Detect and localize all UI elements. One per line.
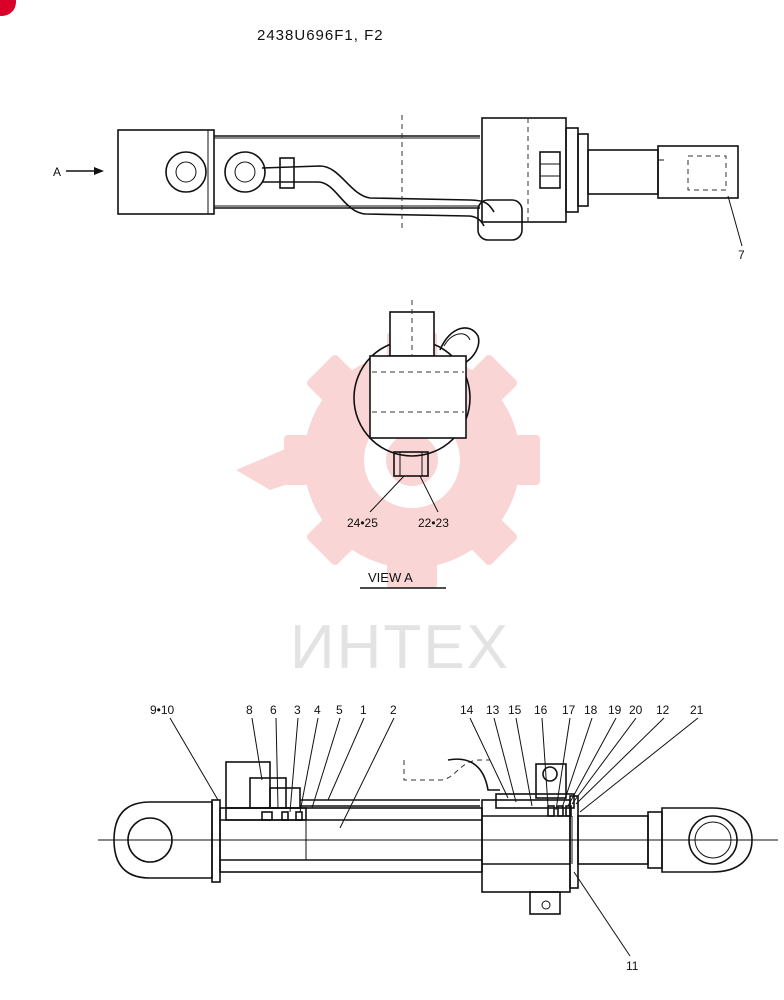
part-label: 11: [626, 959, 639, 973]
part-label: 15: [508, 703, 522, 717]
part-label: 5: [336, 703, 343, 717]
top-side-view: A 7: [53, 115, 745, 262]
part-label: 6: [270, 703, 277, 717]
drawing-title: 2438U696F1, F2: [257, 27, 384, 44]
part-label: 13: [486, 703, 500, 717]
part-label: 7: [738, 248, 745, 262]
part-label: 20: [629, 703, 643, 717]
view-a: 24•25 22•23 VIEW A: [347, 300, 480, 589]
part-label: 2: [390, 703, 397, 717]
part-label: 12: [656, 703, 670, 717]
part-label: 8: [246, 703, 253, 717]
part-label: 14: [460, 703, 474, 717]
part-label: 16: [534, 703, 548, 717]
part-label: 18: [584, 703, 598, 717]
view-arrow-label: A: [53, 165, 61, 179]
part-label: 4: [314, 703, 321, 717]
view-a-label: VIEW A: [368, 570, 413, 585]
part-label: 19: [608, 703, 622, 717]
watermark-text: ИНТЕХ: [290, 613, 510, 682]
corner-badge-icon: [0, 0, 16, 16]
part-label: 17: [562, 703, 576, 717]
part-label: 9•10: [150, 703, 175, 717]
part-label: 24•25: [347, 516, 378, 530]
part-label: 1: [360, 703, 367, 717]
part-label: 22•23: [418, 516, 449, 530]
section-view: 9•10 8 6 3 4 5 1 2 14 13 15 16 17 18 19 …: [98, 703, 778, 973]
part-label: 21: [690, 703, 704, 717]
part-label: 3: [294, 703, 301, 717]
